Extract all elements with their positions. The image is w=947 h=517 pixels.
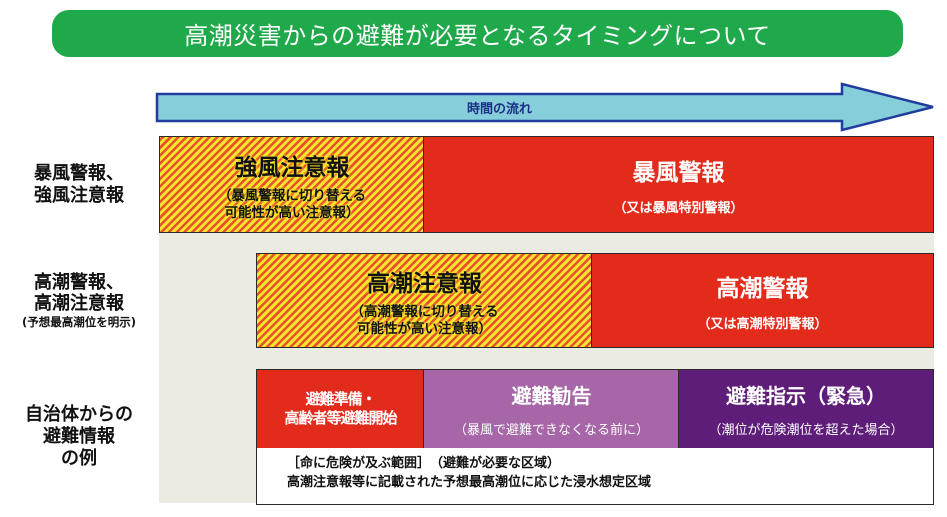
evacuation-recommendation-title: 避難勧告: [511, 384, 592, 408]
evacuation-preparation-title: 避難準備・ 高齢者等避難開始: [284, 389, 397, 429]
storm-surge-warning-desc: （又は高潮特別警報）: [697, 317, 828, 332]
desc-line: （暴風警報に切り替える: [217, 187, 367, 204]
storm-surge-warning-title: 高潮警報: [716, 276, 809, 302]
evacuation-order-box: 避難指示（緊急） （潮位が危険潮位を超えた場合）: [678, 369, 934, 449]
row-label-wind: 暴風警報、 強風注意報: [0, 136, 158, 233]
evacuation-preparation-box: 避難準備・ 高齢者等避難開始: [256, 369, 425, 449]
desc-line: （高潮警報に切り替える: [350, 303, 499, 320]
row-label-line: 暴風警報、: [34, 162, 124, 184]
row-label-line: 自治体からの: [25, 404, 133, 426]
storm-warning-title: 暴風警報: [632, 160, 725, 186]
row-label-line: 高潮注意報: [34, 293, 124, 315]
gale-advisory-desc: （暴風警報に切り替える 可能性が高い注意報）: [218, 188, 366, 222]
storm-warning-desc: （又は暴風特別警報）: [613, 201, 744, 216]
desc-line: 可能性が高い注意報）: [224, 204, 360, 221]
row-label-line: の例: [61, 447, 97, 469]
evacuation-order-title: 避難指示（緊急）: [726, 384, 886, 408]
row-label-line: 避難情報: [43, 426, 115, 448]
storm-surge-warning-box: 高潮警報 （又は高潮特別警報）: [591, 253, 934, 348]
evacuation-order-desc: （潮位が危険潮位を超えた場合）: [708, 423, 904, 438]
storm-warning-box: 暴風警報 （又は暴風特別警報）: [423, 136, 934, 233]
row-label-evacuation-info: 自治体からの 避難情報 の例: [0, 369, 158, 505]
time-flow-arrow-icon: [155, 82, 934, 132]
storm-surge-advisory-title: 高潮注意報: [367, 270, 482, 297]
row-label-storm-surge: 高潮警報、 高潮注意報 (予想最高潮位を明示): [0, 253, 158, 348]
evacuation-area-note: ［命に危険が及ぶ範囲］ （避難が必要な区域） 高潮注意報等に記載された予想最高潮…: [256, 448, 934, 505]
evacuation-recommendation-desc: （暴風で避難できなくなる前に）: [453, 423, 649, 438]
title-line: 高齢者等避難開始: [284, 409, 397, 427]
title-banner: 高潮災害からの避難が必要となるタイミングについて: [52, 10, 903, 57]
gale-advisory-title: 強風注意報: [234, 154, 350, 181]
note-line: 高潮注意報等に記載された予想最高潮位に応じた浸水想定区域: [287, 474, 652, 490]
storm-surge-advisory-box: 高潮注意報 （高潮警報に切り替える 可能性が高い注意報）: [256, 253, 593, 348]
gale-advisory-box: 強風注意報 （暴風警報に切り替える 可能性が高い注意報）: [159, 136, 425, 233]
storm-surge-advisory-desc: （高潮警報に切り替える 可能性が高い注意報）: [350, 304, 498, 338]
page-title: 高潮災害からの避難が必要となるタイミングについて: [184, 22, 771, 50]
row-label-line: 強風注意報: [34, 184, 124, 206]
evacuation-recommendation-box: 避難勧告 （暴風で避難できなくなる前に）: [423, 369, 680, 449]
time-flow-label: 時間の流れ: [157, 94, 842, 121]
time-flow-text: 時間の流れ: [466, 102, 532, 117]
row-label-line: 高潮警報、: [34, 271, 124, 293]
title-line: 避難準備・: [305, 389, 376, 408]
row-label-note: (予想最高潮位を明示): [21, 315, 136, 330]
note-line: ［命に危険が及ぶ範囲］ （避難が必要な区域）: [287, 456, 561, 471]
desc-line: 可能性が高い注意報）: [356, 320, 492, 337]
